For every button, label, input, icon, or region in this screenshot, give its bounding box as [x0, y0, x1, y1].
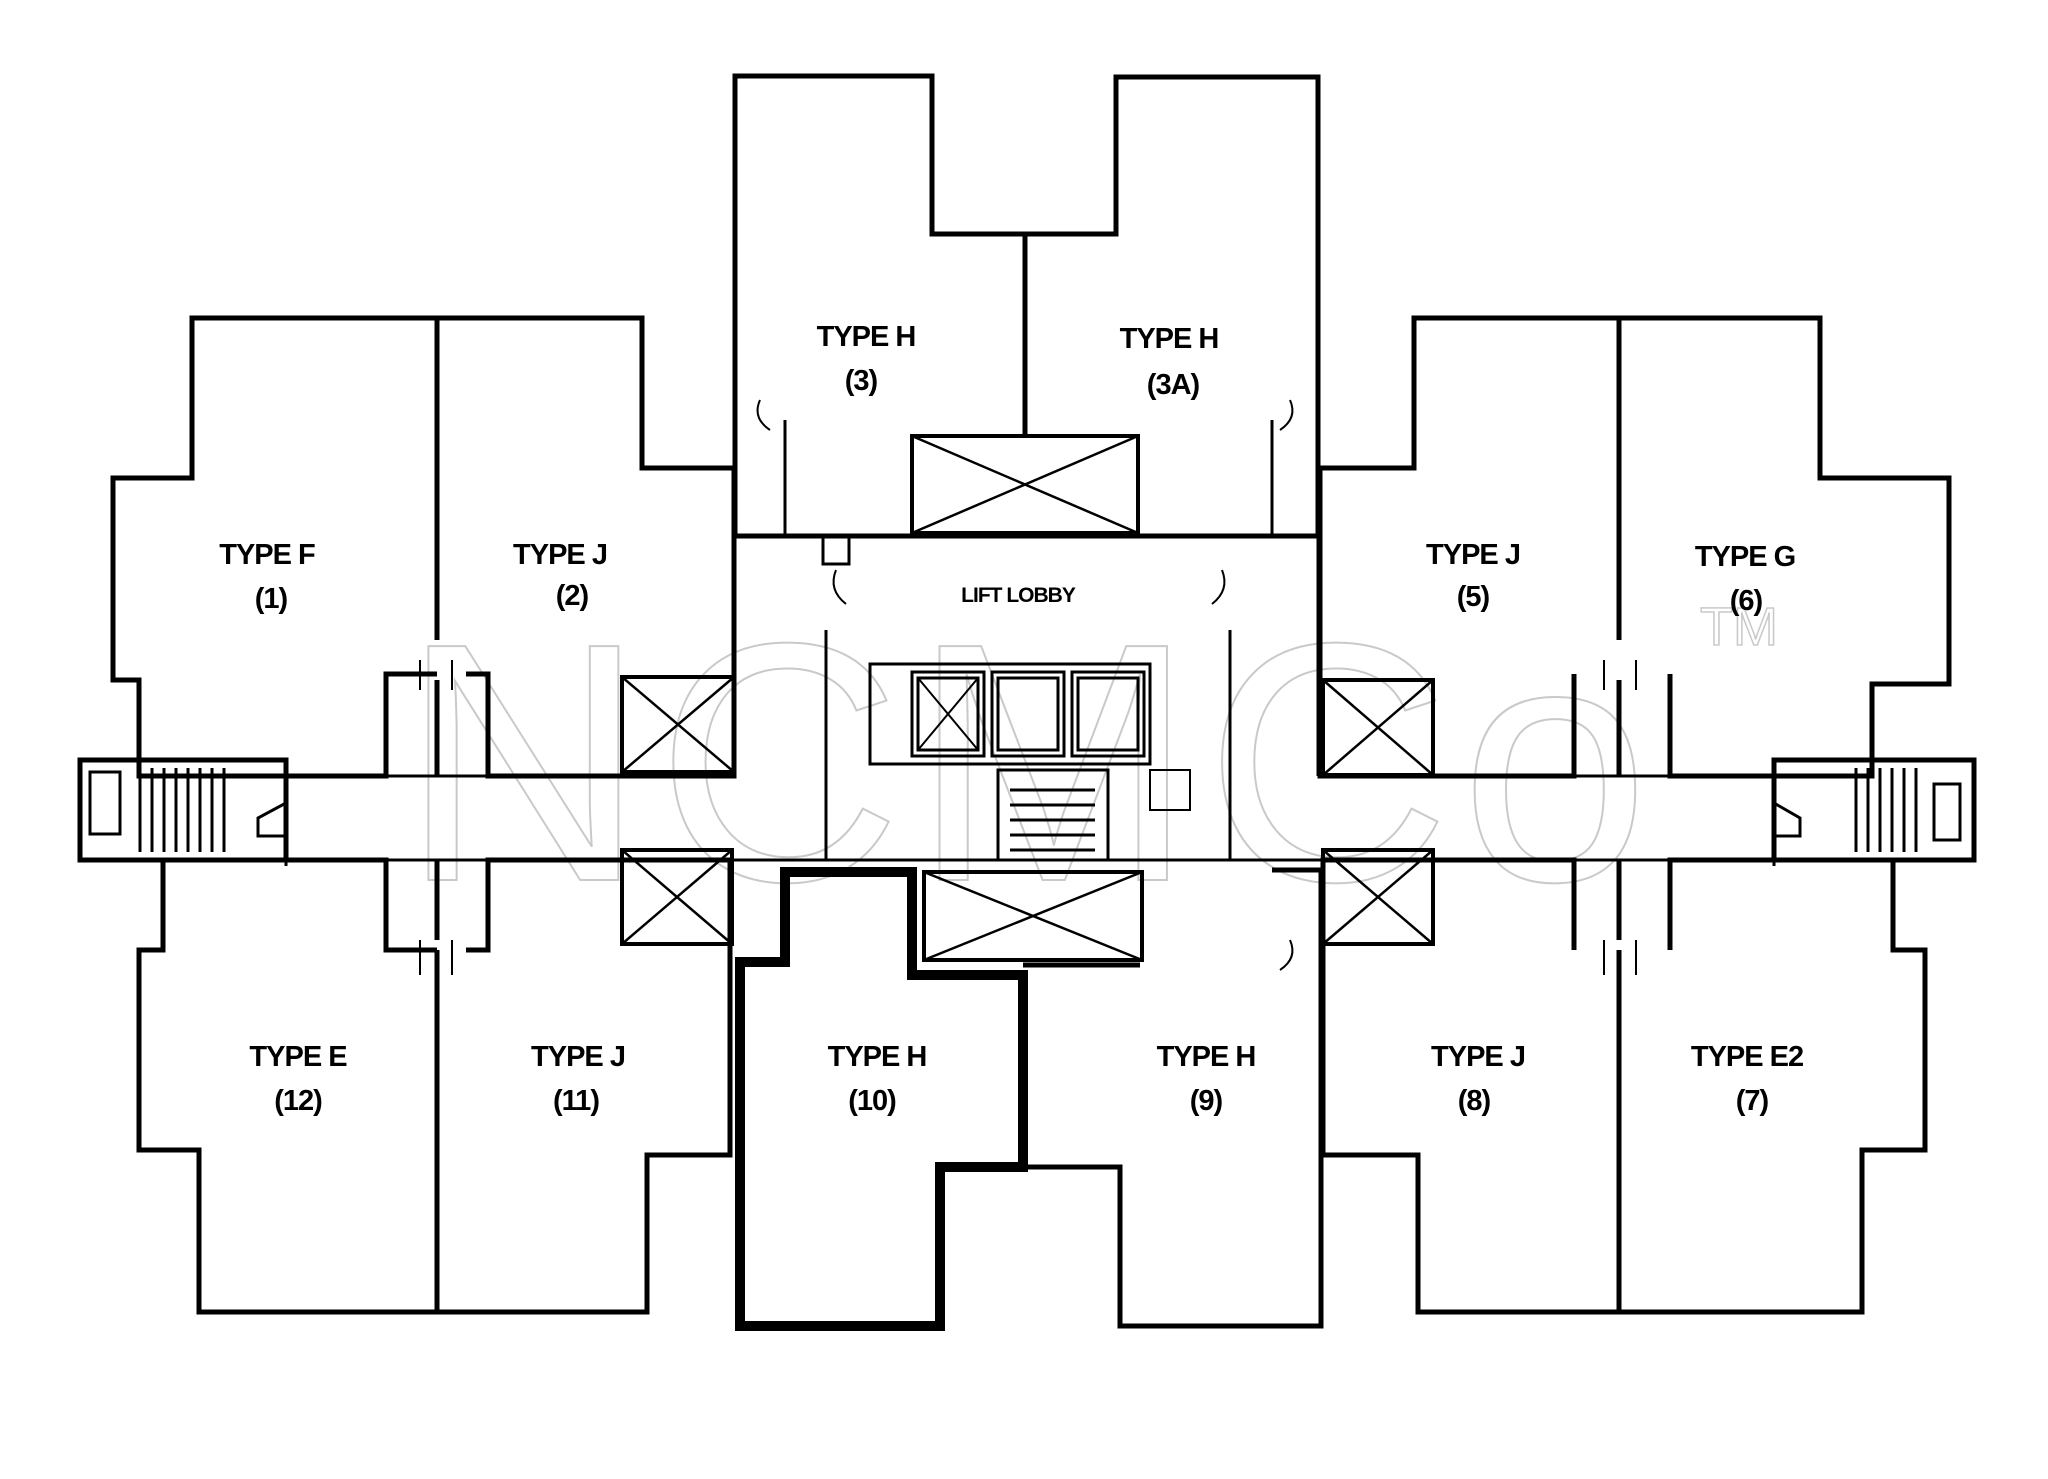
- unit-1-number: (1): [255, 583, 288, 615]
- unit-7-outline: [1619, 857, 1928, 1315]
- unit-12-label: TYPE E (12): [249, 1041, 348, 1117]
- unit-3a-label: TYPE H (3A): [1120, 323, 1220, 401]
- door-swings: [419, 399, 1637, 975]
- unit-2-number: (2): [556, 580, 589, 612]
- unit-12-number: (12): [274, 1085, 322, 1117]
- unit-6-label: TYPE G (6): [1695, 541, 1796, 617]
- unit-3-label: TYPE H (3): [817, 321, 917, 397]
- unit-3a-outline: [1025, 74, 1321, 539]
- unit-3a-number: (3A): [1147, 369, 1200, 401]
- unit-3-type: TYPE H: [817, 321, 916, 353]
- unit-1-type: TYPE F: [219, 539, 315, 571]
- unit-10-number: (10): [848, 1085, 896, 1117]
- unit-8-label: TYPE J (8): [1431, 1041, 1526, 1117]
- shaft-east-upper: [1321, 678, 1435, 777]
- unit-3a-type: TYPE H: [1120, 323, 1219, 355]
- unit-5-number: (5): [1457, 581, 1490, 613]
- unit-7-label: TYPE E2 (7): [1691, 1041, 1804, 1117]
- lift-bank: [868, 662, 1152, 766]
- unit-10-label: TYPE H (10): [828, 1041, 928, 1117]
- unit-8-number: (8): [1458, 1085, 1491, 1117]
- unit-1-outline: [110, 315, 437, 779]
- unit-9-number: (9): [1190, 1085, 1223, 1117]
- west-fire-stair: [77, 757, 289, 863]
- unit-5-label: TYPE J (5): [1426, 539, 1521, 613]
- unit-7-number: (7): [1736, 1085, 1769, 1117]
- unit-9-label: TYPE H (9): [1157, 1041, 1257, 1117]
- unit-3-number: (3): [845, 365, 878, 397]
- unit-12-outline: [136, 857, 437, 1315]
- unit-10-outline: [735, 867, 1028, 1331]
- unit-7-type: TYPE E2: [1691, 1041, 1803, 1073]
- unit-2-label: TYPE J (2): [513, 539, 608, 612]
- unit-11-type: TYPE J: [531, 1041, 625, 1073]
- unit-9-type: TYPE H: [1157, 1041, 1256, 1073]
- unit-11-outline: [437, 857, 733, 1315]
- shaft-west-lower: [620, 848, 734, 946]
- unit-8-type: TYPE J: [1431, 1041, 1525, 1073]
- east-fire-stair: [1771, 757, 1977, 863]
- unit-2-type: TYPE J: [513, 539, 607, 571]
- lift-lobby-label: LIFT LOBBY: [961, 584, 1076, 607]
- unit-11-number: (11): [553, 1085, 599, 1117]
- unit-6-type: TYPE G: [1695, 541, 1795, 573]
- shaft-south-center: [922, 870, 1144, 962]
- core-stair: [996, 768, 1191, 862]
- unit-10-type: TYPE H: [828, 1041, 927, 1073]
- unit-6-number: (6): [1730, 585, 1763, 617]
- shaft-north-center: [910, 434, 1140, 535]
- unit-5-type: TYPE J: [1426, 539, 1520, 571]
- shaft-east-lower: [1321, 848, 1435, 946]
- unit-12-type: TYPE E: [249, 1041, 347, 1073]
- unit-11-label: TYPE J (11): [531, 1041, 626, 1117]
- watermark-tm: TM: [1700, 597, 1778, 657]
- shaft-west-upper: [620, 675, 736, 774]
- unit-1-label: TYPE F (1): [219, 539, 316, 615]
